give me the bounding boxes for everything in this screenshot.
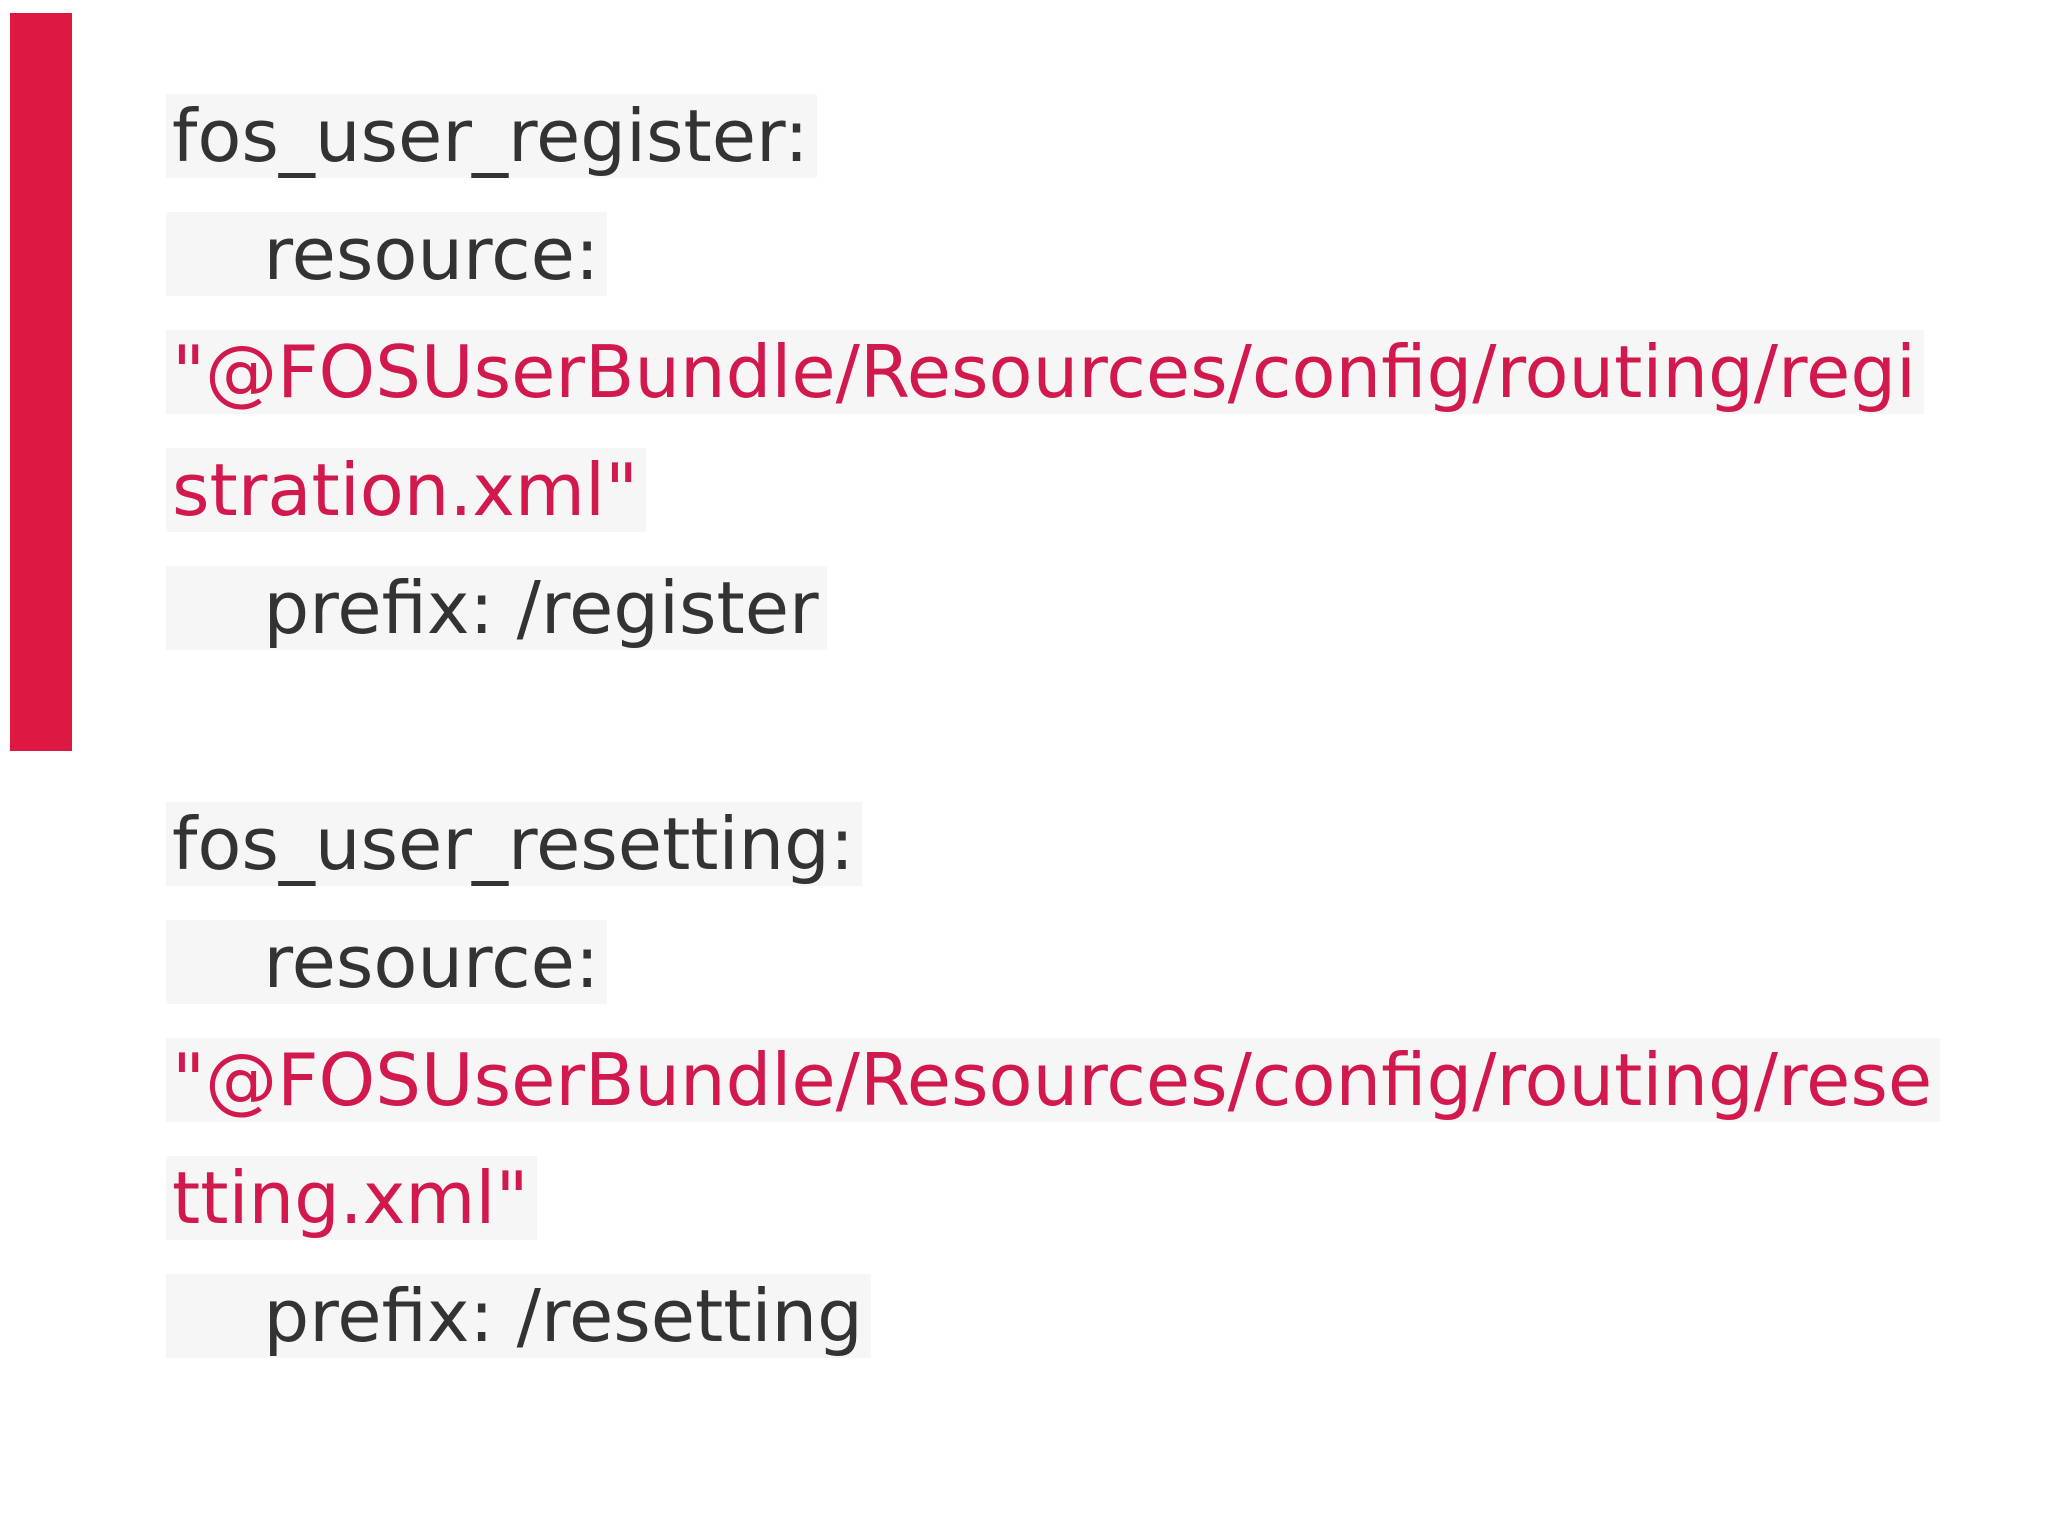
code-line: fos_user_resetting: bbox=[166, 785, 1940, 903]
left-red-accent-bar bbox=[10, 13, 72, 751]
blank-line bbox=[166, 667, 1940, 785]
code-line-text-key: resource: bbox=[166, 920, 608, 1004]
code-line: resource: bbox=[166, 903, 1940, 1021]
code-line: "@FOSUserBundle/Resources/config/routing… bbox=[166, 1021, 1941, 1139]
code-line-text-string: "@FOSUserBundle/Resources/config/routing… bbox=[166, 330, 1925, 414]
code-line: prefix: /resetting bbox=[166, 1257, 1940, 1375]
code-line-text-string: "@FOSUserBundle/Resources/config/routing… bbox=[166, 1038, 1941, 1122]
code-line-text-key: fos_user_register: bbox=[166, 94, 817, 178]
code-line: prefix: /register bbox=[166, 549, 1940, 667]
code-line: tting.xml" bbox=[166, 1139, 1940, 1257]
code-line: fos_user_register: bbox=[166, 77, 1940, 195]
code-line-text-key: prefix: /resetting bbox=[166, 1274, 871, 1358]
yaml-code-block: fos_user_register: resource: "@FOSUserBun… bbox=[166, 77, 1941, 1375]
code-line: stration.xml" bbox=[166, 431, 1940, 549]
code-line-text-key: fos_user_resetting: bbox=[166, 802, 863, 886]
code-line-text-string: tting.xml" bbox=[166, 1156, 537, 1240]
code-line-text-key: prefix: /register bbox=[166, 566, 827, 650]
code-line-text-string: stration.xml" bbox=[166, 448, 647, 532]
code-line-text-key: resource: bbox=[166, 212, 608, 296]
code-line: resource: bbox=[166, 195, 1940, 313]
code-line: "@FOSUserBundle/Resources/config/routing… bbox=[166, 313, 1940, 431]
